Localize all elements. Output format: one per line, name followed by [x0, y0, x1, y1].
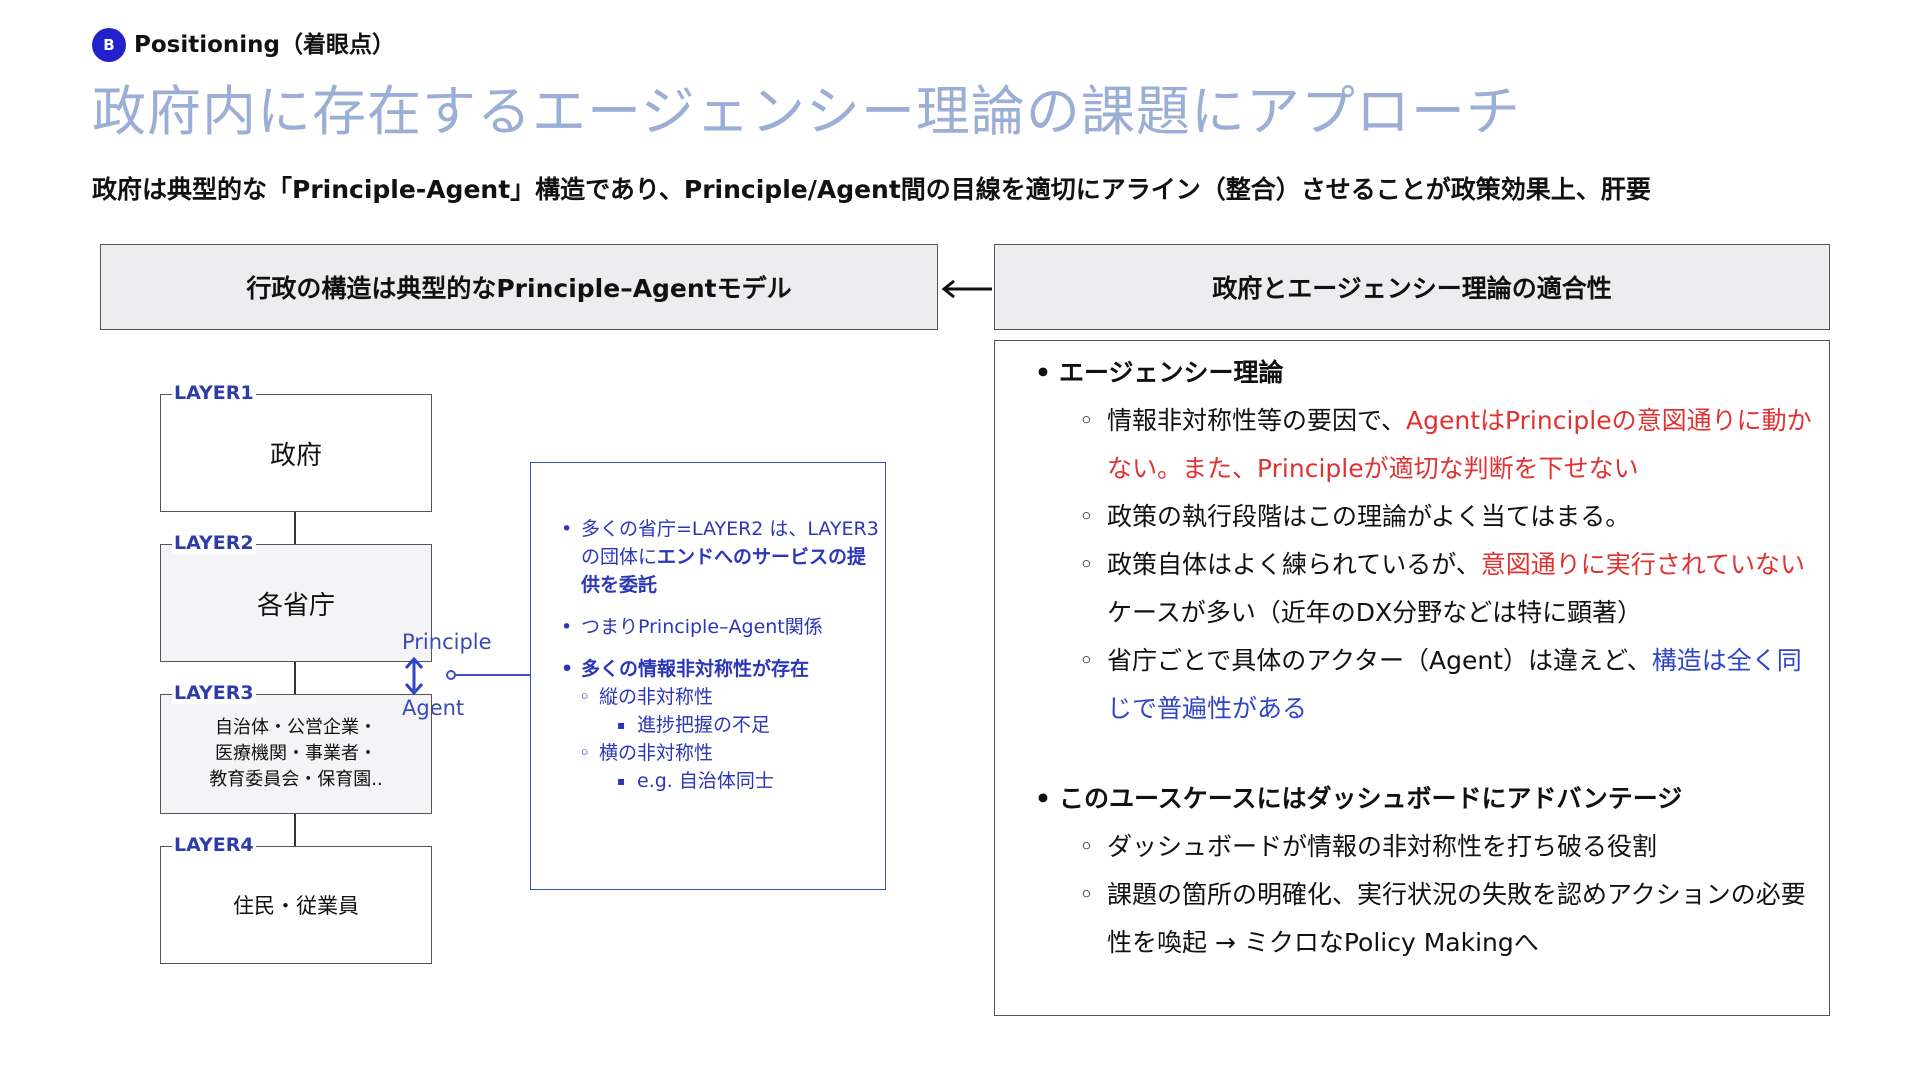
- layer2-tag: LAYER2: [172, 532, 256, 554]
- sub-bullet: 政策自体はよく練られているが、意図通りに実行されていないケースが多い（近年のDX…: [1035, 541, 1815, 637]
- principle-label: Principle: [402, 630, 492, 654]
- connector-line-icon: [446, 670, 532, 680]
- layer4-tag: LAYER4: [172, 834, 256, 856]
- info-subsubitem: e.g. 自治体同士: [617, 767, 881, 795]
- section-badge: B: [92, 28, 126, 62]
- layer4-box: 住民・従業員: [160, 846, 432, 964]
- section-label: Positioning（着眼点）: [134, 32, 396, 58]
- layer3-line: 教育委員会・保育園..: [209, 769, 383, 790]
- right-content-box: エージェンシー理論 情報非対称性等の要因で、AgentはPrincipleの意図…: [994, 340, 1830, 1016]
- sub-bullet: 課題の箇所の明確化、実行状況の失敗を認めアクションの必要性を喚起 → ミクロなP…: [1035, 871, 1815, 967]
- layer1-label: 政府: [269, 440, 322, 471]
- info-subitem: 縦の非対称性: [579, 683, 881, 711]
- double-arrow-icon: [404, 656, 424, 696]
- sub-bullet: 政策の執行段階はこの理論がよく当てはまる。: [1035, 493, 1815, 541]
- layer-connector: [294, 662, 296, 694]
- info-box: 多くの省庁=LAYER2 は、LAYER3の団体にエンドへのサービスの提供を委託…: [530, 462, 886, 890]
- left-arrow-icon: [941, 279, 992, 299]
- info-subitem: 横の非対称性: [579, 739, 881, 767]
- page-title: 政府内に存在するエージェンシー理論の課題にアプローチ: [92, 80, 1521, 143]
- left-panel-header: 行政の構造は典型的なPrinciple–Agentモデル: [100, 244, 938, 330]
- layer1-box: 政府: [160, 394, 432, 512]
- agent-label: Agent: [402, 696, 465, 720]
- sub-bullet: ダッシュボードが情報の非対称性を打ち破る役割: [1035, 823, 1815, 871]
- page-subtitle: 政府は典型的な「Principle-Agent」構造であり、Principle/…: [92, 175, 1651, 204]
- bullet-agency-theory: エージェンシー理論: [1035, 349, 1815, 397]
- bullet-dashboard-advantage: このユースケースにはダッシュボードにアドバンテージ: [1035, 775, 1815, 823]
- layer2-label: 各省庁: [256, 590, 335, 621]
- sub-bullet: 情報非対称性等の要因で、AgentはPrincipleの意図通りに動かない。また…: [1035, 397, 1815, 493]
- info-item: つまりPrinciple–Agent関係: [561, 613, 881, 641]
- right-panel-header: 政府とエージェンシー理論の適合性: [994, 244, 1830, 330]
- info-item: 多くの省庁=LAYER2 は、LAYER3の団体にエンドへのサービスの提供を委託: [561, 515, 881, 599]
- layer-connector: [294, 814, 296, 846]
- sub-bullet: 省庁ごとで具体のアクター（Agent）は違えど、構造は全く同じで普遍性がある: [1035, 637, 1815, 733]
- layer3-line: 医療機関・事業者・: [215, 743, 377, 764]
- info-subsubitem: 進捗把握の不足: [617, 711, 881, 739]
- layer-connector: [294, 512, 296, 544]
- layer2-box: 各省庁: [160, 544, 432, 662]
- layer1-tag: LAYER1: [172, 382, 256, 404]
- layer3-box: 自治体・公営企業・ 医療機関・事業者・ 教育委員会・保育園..: [160, 694, 432, 814]
- layer3-line: 自治体・公営企業・: [215, 717, 377, 738]
- info-item: 多くの情報非対称性が存在: [561, 655, 881, 683]
- layer4-label: 住民・従業員: [233, 894, 359, 918]
- layer3-tag: LAYER3: [172, 682, 256, 704]
